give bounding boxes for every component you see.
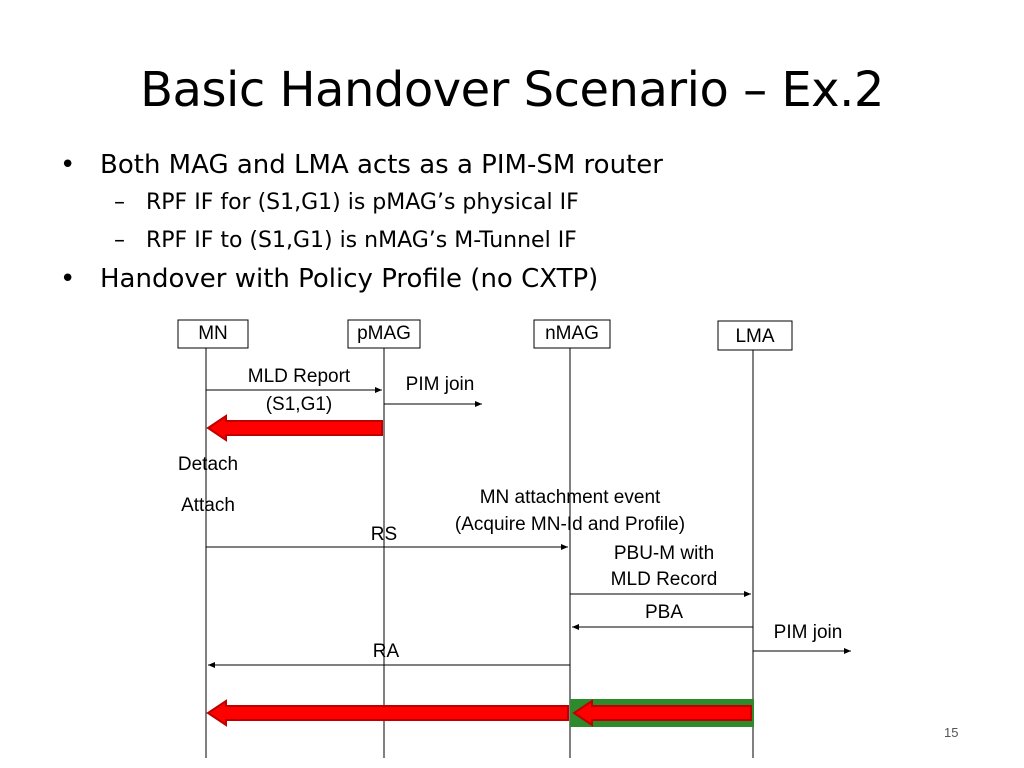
- entity-box-nmag: [533, 319, 611, 349]
- entity-mn-label: MN: [198, 323, 228, 344]
- rs-label: RS: [371, 524, 397, 545]
- page-number: 15: [944, 725, 959, 740]
- entity-pmag-label: pMAG: [357, 323, 411, 344]
- mld-record-label: MLD Record: [611, 569, 718, 590]
- mn-attachment-event-label: MN attachment event: [480, 487, 661, 508]
- acquire-profile-label: (Acquire MN-Id and Profile): [455, 514, 685, 535]
- attach-label: Attach: [181, 495, 235, 516]
- mld-report-label: MLD Report: [248, 366, 351, 387]
- bullet-list: Both MAG and LMA acts as a PIM-SM router…: [58, 146, 663, 298]
- multicast-flow-arrow-nmag: [206, 699, 569, 727]
- bullet-1: Both MAG and LMA acts as a PIM-SM router: [58, 146, 663, 184]
- entity-box-lma: [717, 320, 793, 351]
- pbu-label: PBU-M with: [614, 543, 714, 564]
- pim-join-label-pmag: PIM join: [406, 374, 475, 395]
- entity-box-pmag: [347, 319, 421, 349]
- entity-lma-label: LMA: [735, 326, 774, 347]
- ra-label: RA: [373, 641, 400, 662]
- bullet-2: Handover with Policy Profile (no CXTP): [58, 260, 663, 298]
- pim-join-label-lma: PIM join: [774, 622, 843, 643]
- entity-nmag-label: nMAG: [545, 323, 599, 344]
- pba-label: PBA: [645, 602, 683, 623]
- slide-title: Basic Handover Scenario – Ex.2: [140, 62, 884, 118]
- detach-label: Detach: [178, 454, 238, 475]
- sub-bullet-1: RPF IF for (S1,G1) is pMAG’s physical IF: [58, 184, 663, 222]
- multicast-flow-arrow-pmag: [206, 414, 383, 442]
- multicast-flow-arrow-lma: [572, 699, 752, 727]
- mld-report-group-label: (S1,G1): [266, 394, 333, 415]
- entity-box-mn: [177, 319, 249, 349]
- sub-bullet-2: RPF IF to (S1,G1) is nMAG’s M-Tunnel IF: [58, 222, 663, 260]
